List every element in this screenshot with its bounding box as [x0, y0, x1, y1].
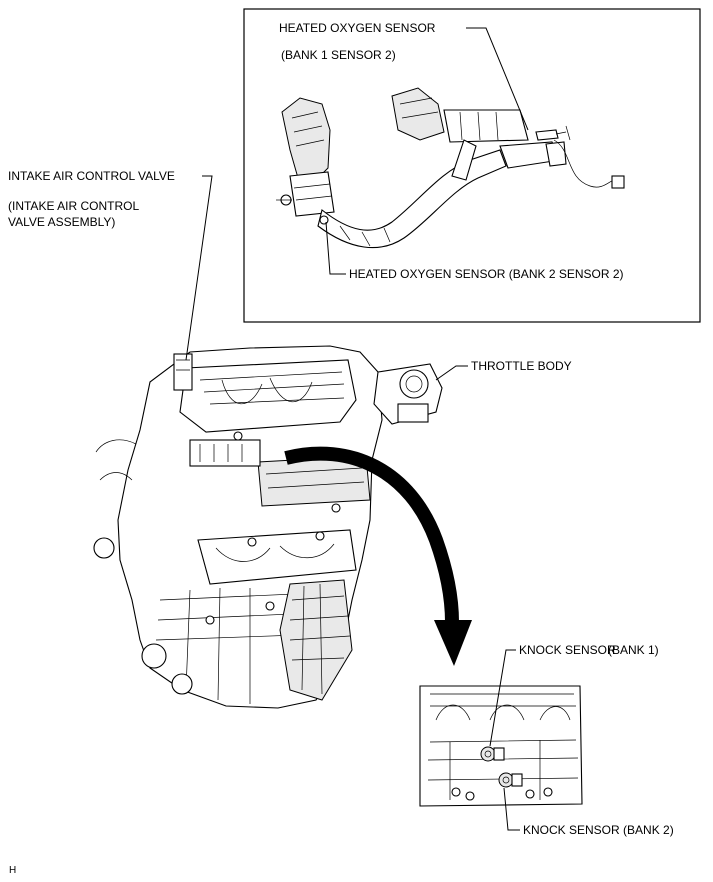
corner-mark: H [9, 865, 17, 876]
label-knock-sensor-bank1: KNOCK SENSOR [519, 643, 616, 657]
zoom-arrow [284, 446, 472, 666]
label-bank1-sensor2: (BANK 1 SENSOR 2) [281, 48, 396, 62]
intake-valve-leader [185, 175, 213, 361]
label-knock-sensor-bank2: KNOCK SENSOR (BANK 2) [523, 823, 674, 837]
throttle-body-leader [435, 365, 468, 381]
label-knock-sensor-bank1-suffix: (BANK 1) [608, 643, 659, 657]
label-intake-valve-assembly-2: VALVE ASSEMBLY) [8, 215, 116, 229]
label-throttle-body: THROTTLE BODY [471, 359, 572, 373]
knock-sensor-inset [419, 649, 583, 831]
label-heated-oxygen-sensor-bank2: HEATED OXYGEN SENSOR (BANK 2 SENSOR 2) [349, 267, 624, 281]
label-heated-oxygen-sensor-bank1: HEATED OXYGEN SENSOR [279, 21, 436, 35]
exhaust-inset [243, 8, 701, 323]
engine-assembly [93, 345, 443, 709]
label-intake-valve-assembly-1: (INTAKE AIR CONTROL [8, 199, 140, 213]
label-intake-air-control-valve: INTAKE AIR CONTROL VALVE [8, 169, 175, 183]
